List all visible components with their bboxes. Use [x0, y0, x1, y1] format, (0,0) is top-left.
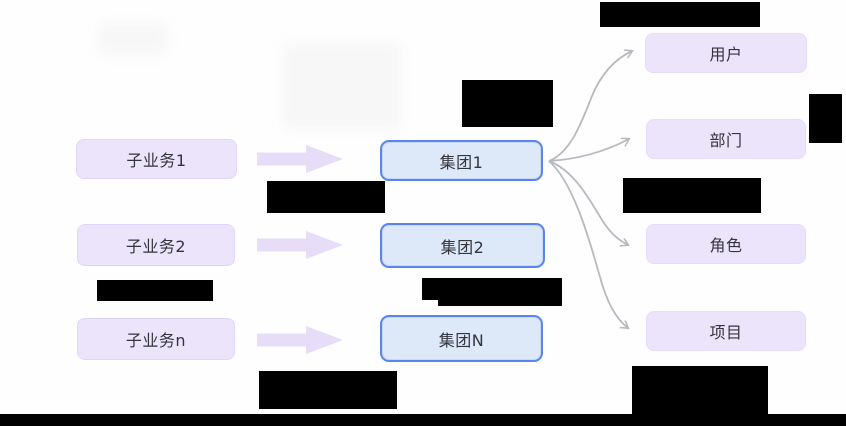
block-arrow-subn-to-groupN: [257, 326, 343, 354]
redaction-bar-bottom: [0, 414, 846, 426]
redaction-block: [600, 2, 760, 27]
node-role: 角色: [646, 224, 806, 264]
block-arrow-sub2-to-group2: [257, 231, 343, 259]
redaction-block: [422, 278, 562, 300]
redaction-block: [267, 181, 385, 213]
redaction-block: [632, 366, 768, 415]
node-department: 部门: [646, 119, 806, 159]
node-sub-business-n: 子业务n: [77, 318, 235, 360]
redaction-block: [462, 80, 553, 127]
curve-arrow-group1-to-role: [548, 160, 628, 245]
node-project: 项目: [646, 311, 806, 351]
node-user: 用户: [645, 33, 807, 73]
curve-arrow-group1-to-user: [548, 51, 632, 162]
redaction-block: [809, 94, 842, 143]
node-sub-business-1: 子业务1: [76, 139, 237, 179]
redaction-block: [438, 296, 562, 306]
redaction-block: [97, 280, 213, 301]
block-arrow-sub1-to-group1: [257, 145, 343, 173]
curve-arrow-group1-to-department: [548, 139, 629, 162]
redaction-block: [259, 371, 397, 409]
background-smudge: [98, 22, 168, 56]
node-group-2: 集团2: [380, 223, 545, 268]
node-group-1: 集团1: [380, 140, 543, 181]
background-smudge: [282, 42, 402, 130]
node-sub-business-2: 子业务2: [77, 224, 235, 266]
redaction-block: [623, 178, 761, 213]
node-group-N: 集团N: [380, 315, 543, 362]
